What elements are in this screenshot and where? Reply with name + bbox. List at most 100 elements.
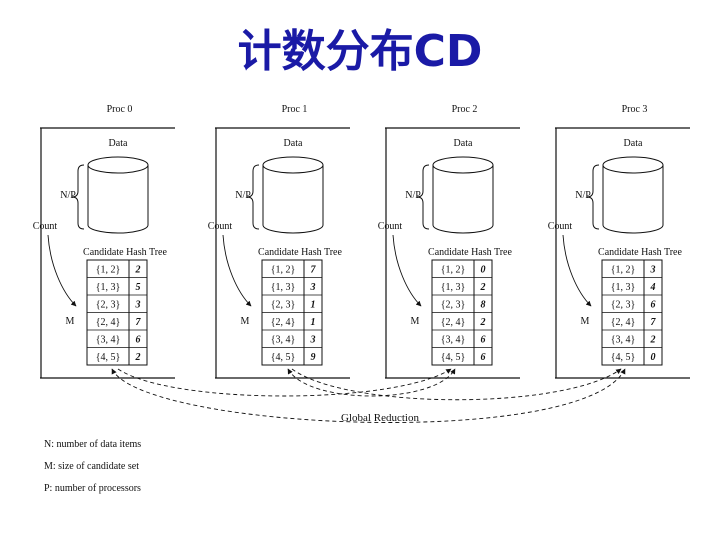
tree-label: Candidate Hash Tree (258, 247, 342, 258)
count-label: Count (548, 221, 573, 232)
itemset-cell: {3, 4} (441, 335, 466, 346)
itemset-cell: {1, 3} (611, 282, 636, 293)
count-cell: 2 (135, 265, 141, 276)
legend-line: N: number of data items (44, 439, 141, 450)
data-cylinder-top (262, 156, 324, 174)
itemset-cell: {3, 4} (96, 335, 121, 346)
itemset-cell: {4, 5} (441, 352, 466, 363)
itemset-cell: {2, 4} (271, 317, 296, 328)
tree-label: Candidate Hash Tree (428, 247, 512, 258)
count-cell: 7 (651, 317, 657, 328)
candidate-table: {1, 2} 0 {1, 3} 2 {2, 3} 8 {2, 4} 2 {3, 4} 6 {4, 5… (431, 259, 493, 366)
m-label: M (411, 316, 420, 327)
itemset-cell: {4, 5} (271, 352, 296, 363)
proc-name: Proc 2 (452, 104, 478, 115)
np-label: N/P (405, 190, 421, 201)
count-arrow (562, 234, 592, 307)
data-cylinder (602, 165, 664, 234)
itemset-cell: {4, 5} (611, 352, 636, 363)
candidate-table: {1, 2}3{1, 3}4{2, 3}6{2, 4}7{3, 4}2{4, 5… (601, 259, 663, 366)
itemset-cell: {2, 3} (271, 300, 296, 311)
count-arrow (222, 234, 252, 307)
count-arrow (47, 234, 77, 307)
candidate-table: {1, 2}2{1, 3}5{2, 3}3{2, 4}7{3, 4}6{4, 5… (86, 259, 148, 366)
count-cell: 5 (136, 282, 141, 293)
count-cell: 0 (651, 352, 656, 363)
data-cylinder (87, 165, 149, 234)
reduction-arrow-outer (111, 368, 626, 423)
data-cylinder (262, 165, 324, 234)
slide-title: 计数分布CD (237, 26, 483, 77)
count-cell: 8 (481, 300, 486, 311)
np-brace (586, 164, 600, 230)
legend-line: M: size of candidate set (44, 461, 139, 472)
itemset-cell: {2, 4} (441, 317, 466, 328)
data-cylinder-top (87, 156, 149, 174)
global-reduction-arrows (111, 368, 626, 423)
itemset-cell: {2, 4} (96, 317, 121, 328)
count-cell: 0 (481, 265, 486, 276)
tree-label: Candidate Hash Tree (598, 247, 682, 258)
count-arrow (392, 234, 422, 307)
panel-frame (215, 127, 350, 379)
proc-name: Proc 0 (107, 104, 133, 115)
data-label: Data (284, 138, 303, 149)
m-label: M (581, 316, 590, 327)
candidate-table: {1, 2}7{1, 3}3{2, 3}1{2, 4}1{3, 4}3{4, 5… (261, 259, 323, 366)
data-label: Data (624, 138, 643, 149)
itemset-cell: {3, 4} (271, 335, 296, 346)
proc-name: Proc 1 (282, 104, 308, 115)
np-label: N/P (575, 190, 591, 201)
count-cell: 3 (310, 282, 316, 293)
count-cell: 2 (135, 352, 141, 363)
itemset-cell: {3, 4} (611, 335, 636, 346)
count-label: Count (33, 221, 58, 232)
data-cylinder (432, 165, 494, 234)
tree-label: Candidate Hash Tree (83, 247, 167, 258)
panel-frame (555, 127, 690, 379)
itemset-cell: {1, 2} (441, 265, 466, 276)
itemset-cell: {2, 3} (441, 300, 466, 311)
count-label: Count (208, 221, 233, 232)
data-cylinder-top (602, 156, 664, 174)
np-brace (246, 164, 260, 230)
panel-frame (385, 127, 520, 379)
itemset-cell: {1, 3} (441, 282, 466, 293)
count-cell: 4 (650, 282, 656, 293)
count-cell: 6 (481, 352, 486, 363)
itemset-cell: {1, 2} (271, 265, 296, 276)
data-cylinder-top (432, 156, 494, 174)
count-cell: 2 (480, 317, 486, 328)
reduction-arrow-inner (287, 368, 456, 397)
itemset-cell: {2, 4} (611, 317, 636, 328)
count-cell: 3 (650, 265, 656, 276)
reduction-arrow-mid-a (117, 368, 452, 397)
itemset-cell: {1, 2} (96, 265, 121, 276)
count-cell: 3 (135, 300, 141, 311)
count-label: Count (378, 221, 403, 232)
np-brace (71, 164, 85, 230)
data-label: Data (109, 138, 128, 149)
itemset-cell: {2, 3} (96, 300, 121, 311)
itemset-cell: {2, 3} (611, 300, 636, 311)
itemset-cell: {1, 3} (96, 282, 121, 293)
count-cell: 6 (136, 335, 141, 346)
count-cell: 3 (310, 335, 316, 346)
reduction-arrow-mid-b (291, 368, 622, 401)
count-cell: 2 (650, 335, 656, 346)
proc-name: Proc 3 (622, 104, 648, 115)
np-label: N/P (235, 190, 251, 201)
legend-line: P: number of processors (44, 483, 141, 494)
count-cell: 1 (311, 300, 316, 311)
m-label: M (241, 316, 250, 327)
count-cell: 2 (480, 282, 486, 293)
count-cell: 7 (136, 317, 142, 328)
global-reduction-label: Global Reduction (341, 412, 419, 424)
itemset-cell: {1, 2} (611, 265, 636, 276)
data-label: Data (454, 138, 473, 149)
count-cell: 6 (481, 335, 486, 346)
